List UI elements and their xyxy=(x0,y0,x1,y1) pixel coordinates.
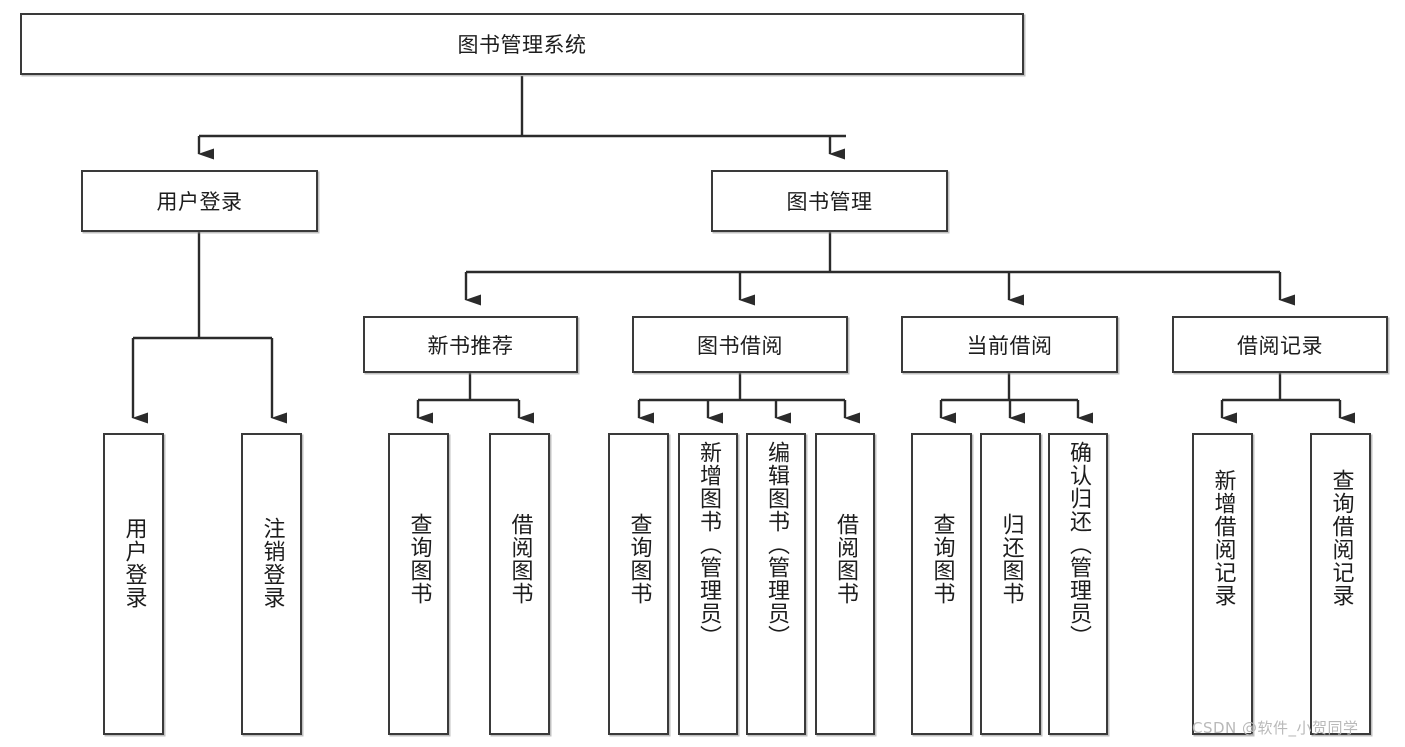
node-user-login-label: 用户登录 xyxy=(156,190,243,214)
node-book-manage[interactable]: 图书管理 xyxy=(711,170,948,232)
leaf-label: 查询借阅记录 xyxy=(1328,469,1354,607)
node-new-book[interactable]: 新书推荐 xyxy=(363,316,578,373)
leaf-label: 借阅图书 xyxy=(832,513,858,605)
leaf-label: 查询图书 xyxy=(626,513,652,605)
leaf-book-borrow-add[interactable]: 新增图书（管理员） xyxy=(678,433,738,735)
leaf-label: 查询图书 xyxy=(406,513,432,605)
leaf-book-borrow-borrow[interactable]: 借阅图书 xyxy=(815,433,875,735)
node-current-borrow[interactable]: 当前借阅 xyxy=(901,316,1118,373)
leaf-label: 借阅图书 xyxy=(507,513,533,605)
node-root[interactable]: 图书管理系统 xyxy=(20,13,1024,75)
node-book-borrow-label: 图书借阅 xyxy=(697,333,783,358)
node-current-borrow-label: 当前借阅 xyxy=(966,333,1053,358)
node-user-login[interactable]: 用户登录 xyxy=(81,170,318,232)
leaf-user-login-logout[interactable]: 注销登录 xyxy=(241,433,302,735)
node-new-book-label: 新书推荐 xyxy=(427,333,514,358)
leaf-current-borrow-return[interactable]: 归还图书 xyxy=(980,433,1041,735)
leaf-label: 编辑图书（管理员） xyxy=(763,441,789,648)
leaf-label: 注销登录 xyxy=(259,517,285,609)
leaf-label: 查询图书 xyxy=(929,513,955,605)
leaf-current-borrow-confirm[interactable]: 确认归还（管理员） xyxy=(1048,433,1108,735)
leaf-label: 确认归还（管理员） xyxy=(1065,441,1091,648)
node-root-label: 图书管理系统 xyxy=(457,33,587,57)
leaf-label: 归还图书 xyxy=(998,513,1024,605)
csdn-watermark: CSDN @软件_小贺同学 xyxy=(1192,719,1359,737)
leaf-label: 用户登录 xyxy=(121,517,147,609)
node-book-borrow[interactable]: 图书借阅 xyxy=(632,316,848,373)
leaf-borrow-record-add[interactable]: 新增借阅记录 xyxy=(1192,433,1253,735)
leaf-new-book-query[interactable]: 查询图书 xyxy=(388,433,449,735)
leaf-label: 新增图书（管理员） xyxy=(695,441,721,648)
leaf-current-borrow-query[interactable]: 查询图书 xyxy=(911,433,972,735)
leaf-book-borrow-query[interactable]: 查询图书 xyxy=(608,433,669,735)
node-borrow-record[interactable]: 借阅记录 xyxy=(1172,316,1388,373)
leaf-borrow-record-query[interactable]: 查询借阅记录 xyxy=(1310,433,1371,735)
node-borrow-record-label: 借阅记录 xyxy=(1237,333,1323,358)
leaf-label: 新增借阅记录 xyxy=(1210,469,1236,607)
leaf-book-borrow-edit[interactable]: 编辑图书（管理员） xyxy=(746,433,806,735)
leaf-user-login-login[interactable]: 用户登录 xyxy=(103,433,164,735)
node-book-manage-label: 图书管理 xyxy=(786,190,873,214)
leaf-new-book-borrow[interactable]: 借阅图书 xyxy=(489,433,550,735)
